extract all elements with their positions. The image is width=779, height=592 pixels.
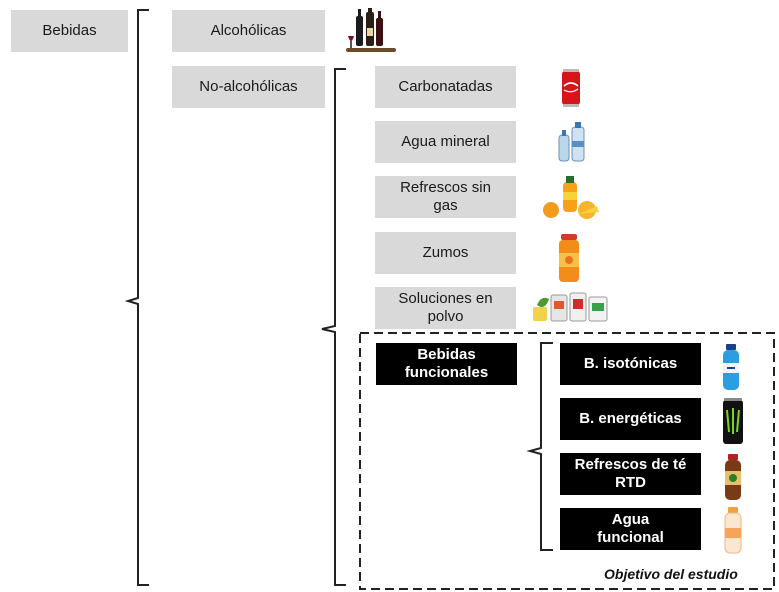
node-bebidas-funcionales-label: Bebidas funcionales xyxy=(404,346,489,381)
node-zumos: Zumos xyxy=(375,232,516,274)
node-agua-mineral-label: Agua mineral xyxy=(401,133,490,150)
bebidas-brace xyxy=(124,9,149,586)
node-carbonatadas-label: Carbonatadas xyxy=(398,78,493,95)
node-refrescos-te: Refrescos de té RTD xyxy=(560,453,701,495)
functional-water-bottle-icon xyxy=(724,507,742,554)
node-energeticas: B. energéticas xyxy=(560,398,701,440)
node-agua-mineral: Agua mineral xyxy=(375,121,516,163)
wine-bottles-icon xyxy=(346,8,396,52)
isotonic-bottle-icon xyxy=(723,344,739,390)
node-isotonicas: B. isotónicas xyxy=(560,343,701,385)
node-soluciones-polvo-label: Soluciones en polvo xyxy=(398,290,493,325)
node-isotonicas-label: B. isotónicas xyxy=(583,355,678,372)
node-refrescos-sin-gas-label: Refrescos sin gas xyxy=(400,179,491,214)
juice-bottle-icon xyxy=(559,234,579,282)
node-bebidas-funcionales: Bebidas funcionales xyxy=(376,343,517,385)
node-bebidas-label: Bebidas xyxy=(42,22,97,39)
cola-can-icon xyxy=(562,69,580,107)
water-bottles-icon xyxy=(558,122,585,162)
node-agua-funcional: Agua funcional xyxy=(560,508,701,550)
node-alcoholicas: Alcohólicas xyxy=(172,10,325,52)
node-zumos-label: Zumos xyxy=(422,244,469,261)
node-agua-funcional-label: Agua funcional xyxy=(597,511,664,546)
powder-sachets-icon xyxy=(533,292,608,322)
juice-fruit-icon xyxy=(543,176,599,219)
node-no-alcoholicas: No-alcohólicas xyxy=(172,66,325,108)
node-refrescos-sin-gas: Refrescos sin gas xyxy=(375,176,516,218)
no-alcoholicas-brace xyxy=(321,68,346,586)
funcionales-brace xyxy=(526,342,553,551)
node-soluciones-polvo: Soluciones en polvo xyxy=(375,287,516,329)
node-refrescos-te-label: Refrescos de té RTD xyxy=(574,456,687,491)
study-region-border xyxy=(359,332,775,590)
node-bebidas: Bebidas xyxy=(11,10,128,52)
node-no-alcoholicas-label: No-alcohólicas xyxy=(199,78,298,95)
study-scope-caption: Objetivo del estudio xyxy=(604,566,738,582)
node-alcoholicas-label: Alcohólicas xyxy=(210,22,287,39)
node-energeticas-label: B. energéticas xyxy=(579,410,682,427)
node-carbonatadas: Carbonatadas xyxy=(375,66,516,108)
tea-bottle-icon xyxy=(725,454,741,500)
energy-drink-can-icon xyxy=(723,398,743,444)
